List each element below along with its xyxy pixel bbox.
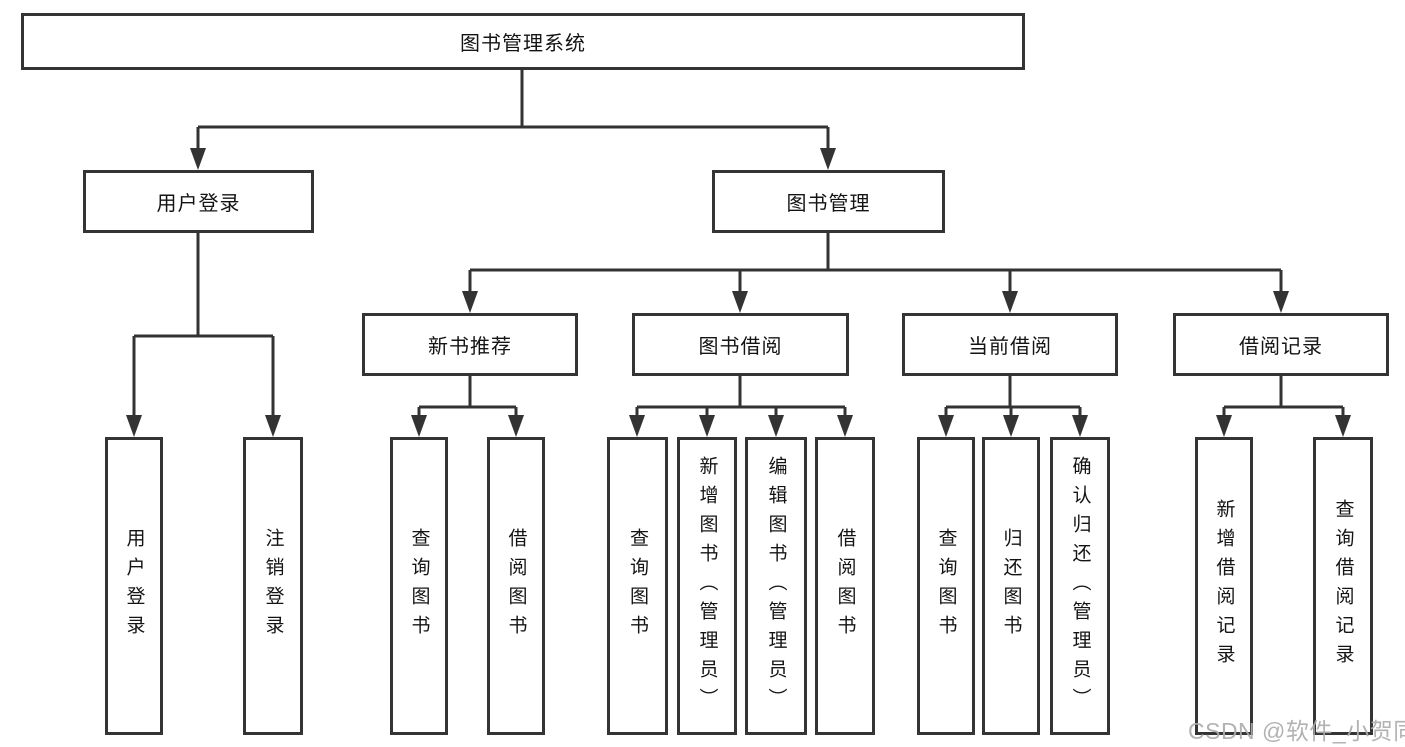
connector-newbookrec-to-leaves bbox=[417, 376, 518, 420]
connector-userlogin-to-leaves bbox=[132, 233, 275, 419]
arrowhead-icon bbox=[837, 415, 853, 437]
node-leaf-cb-query-books: 查询图书 bbox=[917, 437, 975, 735]
node-leaf-rec-query-books: 查询图书 bbox=[390, 437, 448, 735]
node-leaf-br-query-record: 查询借阅记录 bbox=[1313, 437, 1373, 735]
connector-currentborrow-to-leaves bbox=[944, 376, 1082, 420]
node-book-management-branch: 图书管理 bbox=[712, 170, 945, 233]
csdn-watermark: CSDN @软件_小贺同学 bbox=[1188, 718, 1405, 744]
node-new-book-recommend: 新书推荐 bbox=[362, 313, 578, 376]
arrowhead-icon bbox=[699, 415, 715, 437]
node-root-system: 图书管理系统 bbox=[21, 13, 1025, 70]
node-leaf-bb-add-books-admin: 新增图书（管理员） bbox=[677, 437, 737, 735]
arrowhead-icon bbox=[629, 415, 645, 437]
node-leaf-logout: 注销登录 bbox=[243, 437, 303, 735]
arrowhead-icon bbox=[508, 415, 524, 437]
node-leaf-bb-query-books: 查询图书 bbox=[607, 437, 668, 735]
node-user-login-branch: 用户登录 bbox=[83, 170, 314, 233]
node-book-borrow: 图书借阅 bbox=[632, 313, 849, 376]
node-leaf-br-add-record: 新增借阅记录 bbox=[1195, 437, 1253, 735]
connector-borrowrecords-to-leaves bbox=[1222, 376, 1345, 420]
arrowheads bbox=[126, 148, 1351, 437]
node-leaf-rec-borrow-books: 借阅图书 bbox=[487, 437, 545, 735]
arrowhead-icon bbox=[1072, 415, 1088, 437]
arrowhead-icon bbox=[1335, 415, 1351, 437]
arrowhead-icon bbox=[1273, 291, 1289, 313]
connector-root-to-level2 bbox=[196, 70, 830, 152]
node-leaf-user-login: 用户登录 bbox=[105, 437, 163, 735]
arrowhead-icon bbox=[1002, 291, 1018, 313]
arrowhead-icon bbox=[190, 148, 206, 170]
node-borrow-records: 借阅记录 bbox=[1173, 313, 1389, 376]
arrowhead-icon bbox=[411, 415, 427, 437]
connector-bookborrow-to-leaves bbox=[635, 376, 847, 420]
arrowhead-icon bbox=[768, 415, 784, 437]
arrowhead-icon bbox=[126, 415, 142, 437]
connector-bookmgmt-to-modules bbox=[468, 233, 1283, 295]
arrowhead-icon bbox=[265, 415, 281, 437]
arrowhead-icon bbox=[1216, 415, 1232, 437]
arrowhead-icon bbox=[732, 291, 748, 313]
node-leaf-bb-borrow-books: 借阅图书 bbox=[815, 437, 875, 735]
arrowhead-icon bbox=[820, 148, 836, 170]
arrowhead-icon bbox=[462, 291, 478, 313]
node-current-borrow: 当前借阅 bbox=[902, 313, 1118, 376]
node-leaf-bb-edit-books-admin: 编辑图书（管理员） bbox=[745, 437, 807, 735]
arrowhead-icon bbox=[938, 415, 954, 437]
node-leaf-cb-return-books: 归还图书 bbox=[982, 437, 1040, 735]
node-leaf-cb-confirm-return-admin: 确认归还（管理员） bbox=[1050, 437, 1110, 735]
arrowhead-icon bbox=[1003, 415, 1019, 437]
